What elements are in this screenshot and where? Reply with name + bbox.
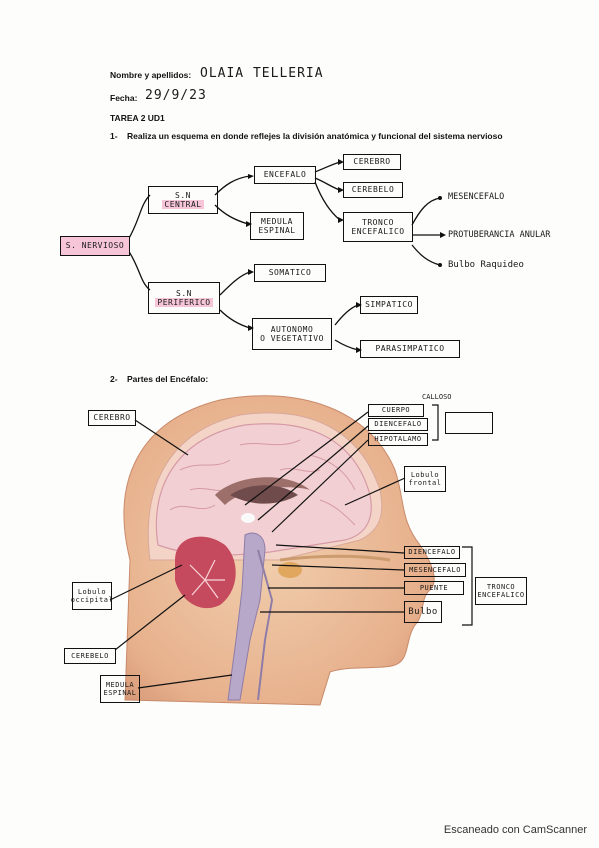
- node-sn-periferico-line2: PERIFERICO: [155, 298, 213, 308]
- node-autonomo-line2: O VEGETATIVO: [260, 334, 324, 343]
- label-medula-line2: ESPINAL: [103, 689, 137, 697]
- label-lobulo-occipital-line2: occipital: [70, 596, 114, 604]
- name-value: OLAIA TELLERIA: [200, 66, 324, 81]
- node-sn-central-line1: S.N: [175, 190, 191, 200]
- label-lobulo-occipital-line1: Lobulo: [77, 587, 107, 596]
- node-encefalo: ENCEFALO: [254, 166, 316, 184]
- date-value: 29/9/23: [145, 88, 207, 103]
- label-medula-espinal: MEDULA ESPINAL: [100, 675, 140, 703]
- date-label: Fecha:: [110, 93, 138, 103]
- node-simpatico: SIMPATICO: [360, 296, 418, 314]
- label-diencefalo: DIENCEFALO: [368, 418, 428, 431]
- spinal-canal: [257, 549, 274, 701]
- label-lobulo-occipital: Lobulo occipital: [70, 582, 114, 610]
- node-autonomo-line1: AUTONOMO: [270, 324, 314, 334]
- question-1-number: 1-: [110, 131, 118, 141]
- node-medula: MEDULA ESPINAL: [250, 212, 304, 240]
- label-mesencefalo: MESENCEFALO: [404, 563, 466, 577]
- cerebellum-shape: [175, 536, 236, 609]
- corpus-callosum-shape: [215, 477, 310, 505]
- nasal-floor: [279, 554, 391, 562]
- node-somatico: SOMATICO: [254, 264, 326, 282]
- ventricle-shape: [230, 485, 298, 504]
- scanner-watermark: Escaneado con CamScanner: [443, 824, 587, 836]
- task-title: TAREA 2 UD1: [110, 113, 165, 123]
- question-1-text: Realiza un esquema en donde reflejes la …: [127, 131, 503, 141]
- cerebrum-folds: [169, 439, 356, 526]
- node-protuberancia: PROTUBERANCIA ANULAR: [448, 230, 551, 240]
- label-lobulo-frontal-line2: frontal: [408, 479, 442, 487]
- name-label: Nombre y apellidos:: [110, 70, 192, 80]
- label-puente: PUENTE: [404, 581, 464, 595]
- node-sistema-nervioso: S. NERVIOSO: [60, 236, 130, 256]
- node-tronco-encefalico: TRONCO ENCEFALICO: [343, 212, 413, 242]
- label-lobulo-frontal: Lobulo frontal: [404, 466, 446, 492]
- question-2-text: Partes del Encéfalo:: [127, 374, 209, 384]
- question-2-number: 2-: [110, 374, 118, 384]
- node-mesencefalo: MESENCEFALO: [448, 192, 505, 202]
- node-sn-central: S.N CENTRAL: [148, 186, 218, 214]
- cerebellum-arbor: [189, 559, 225, 599]
- label-hipotalamo: HIPOTALAMO: [368, 433, 428, 446]
- label-cerebro: CEREBRO: [88, 410, 136, 426]
- label-calloso: CALLOSO: [422, 393, 452, 401]
- node-medula-line1: MEDULA: [261, 216, 293, 226]
- label-cuerpo: CUERPO: [368, 404, 424, 417]
- node-cerebro: CEREBRO: [343, 154, 401, 170]
- label-bulbo: Bulbo: [404, 601, 442, 623]
- label-tronco-line2: ENCEFALICO: [477, 591, 525, 599]
- node-tronco-line1: TRONCO: [362, 217, 394, 227]
- node-parasimpatico: PARASIMPATICO: [360, 340, 460, 358]
- node-sn-central-line2: CENTRAL: [162, 200, 204, 210]
- thalamus-shape: [241, 513, 255, 523]
- empty-answer-box: [445, 412, 493, 434]
- node-autonomo: AUTONOMO O VEGETATIVO: [252, 318, 332, 350]
- label-diencefalo-2: DIENCEFALO: [404, 546, 460, 559]
- node-sn-periferico-line1: S.N: [176, 288, 192, 298]
- node-cerebelo: CEREBELO: [343, 182, 403, 198]
- node-tronco-line2: ENCEFALICO: [351, 227, 405, 236]
- brainstem-shape: [227, 532, 266, 701]
- label-tronco-encefalico: TRONCO ENCEFALICO: [475, 577, 527, 605]
- label-medula-line1: MEDULA: [105, 680, 135, 689]
- node-sn-periferico: S.N PERIFERICO: [148, 282, 220, 314]
- node-medula-line2: ESPINAL: [258, 226, 296, 235]
- label-cerebelo: CEREBELO: [64, 648, 116, 664]
- label-lobulo-frontal-line1: Lobulo: [410, 470, 440, 479]
- label-tronco-line1: TRONCO: [486, 582, 516, 591]
- node-bulbo-raquideo: Bulbo Raquideo: [448, 260, 524, 270]
